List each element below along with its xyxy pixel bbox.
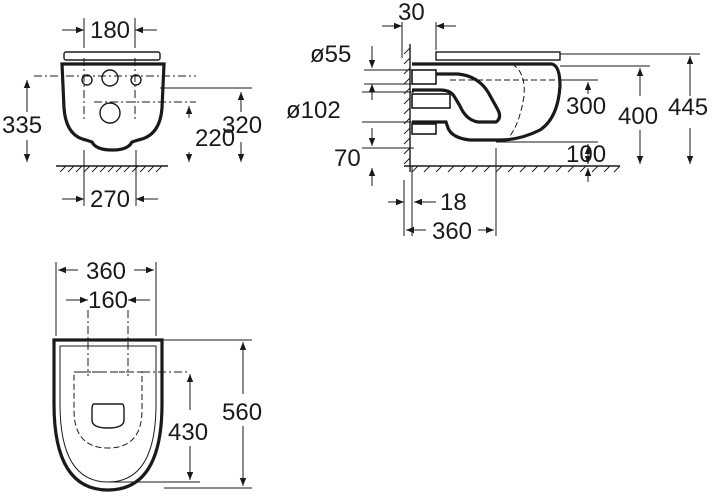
side-bowl-outline bbox=[412, 62, 562, 142]
front-seat-outline bbox=[63, 51, 161, 61]
dim-label-400: 400 bbox=[618, 103, 658, 130]
front-fixing-hole-left bbox=[81, 74, 93, 86]
dim-label-180: 180 bbox=[90, 17, 130, 44]
front-waste-hole bbox=[99, 102, 121, 124]
dim-label-55: ø55 bbox=[310, 41, 351, 68]
front-view: 180 335 220 320 270 bbox=[2, 17, 262, 213]
dim-label-270: 270 bbox=[90, 186, 130, 213]
dim-label-30: 30 bbox=[398, 0, 425, 26]
side-seat-lid bbox=[435, 51, 561, 61]
side-floor-hatch bbox=[411, 165, 621, 173]
dim-label-100: 100 bbox=[566, 141, 606, 168]
front-bowl-outline bbox=[60, 62, 166, 152]
dim-label-160: 160 bbox=[88, 287, 128, 314]
side-trap-inner bbox=[412, 72, 502, 124]
top-seat-outline bbox=[52, 338, 164, 492]
front-fixing-hole-right bbox=[130, 74, 142, 86]
front-floor-hatch bbox=[59, 165, 163, 173]
dim-label-102: ø102 bbox=[286, 97, 341, 124]
side-outlet-pipe bbox=[411, 93, 451, 109]
side-inlet-pipe bbox=[411, 69, 437, 85]
dim-label-70: 70 bbox=[334, 145, 361, 172]
dim-label-220: 220 bbox=[195, 125, 235, 152]
dim-label-18: 18 bbox=[440, 189, 467, 216]
dim-label-335: 335 bbox=[2, 112, 42, 139]
side-wall-hatch bbox=[403, 47, 411, 165]
side-waste-connector bbox=[411, 123, 437, 135]
dim-label-300: 300 bbox=[566, 93, 606, 120]
top-bowl-rim-dashed bbox=[73, 371, 143, 449]
dim-label-360-side: 360 bbox=[432, 218, 472, 245]
side-view: 30 ø55 ø102 70 300 400 445 100 bbox=[286, 0, 708, 245]
dim-label-445: 445 bbox=[668, 94, 708, 121]
dim-label-320: 320 bbox=[222, 112, 262, 139]
dim-label-430: 430 bbox=[168, 419, 208, 446]
top-view: 360 160 430 560 bbox=[52, 258, 262, 492]
dim-label-360-top: 360 bbox=[86, 258, 126, 285]
front-outlet-hole bbox=[101, 69, 119, 87]
top-bowl-opening bbox=[91, 403, 125, 429]
dim-label-560: 560 bbox=[222, 399, 262, 426]
side-rim-dashed bbox=[509, 63, 525, 137]
